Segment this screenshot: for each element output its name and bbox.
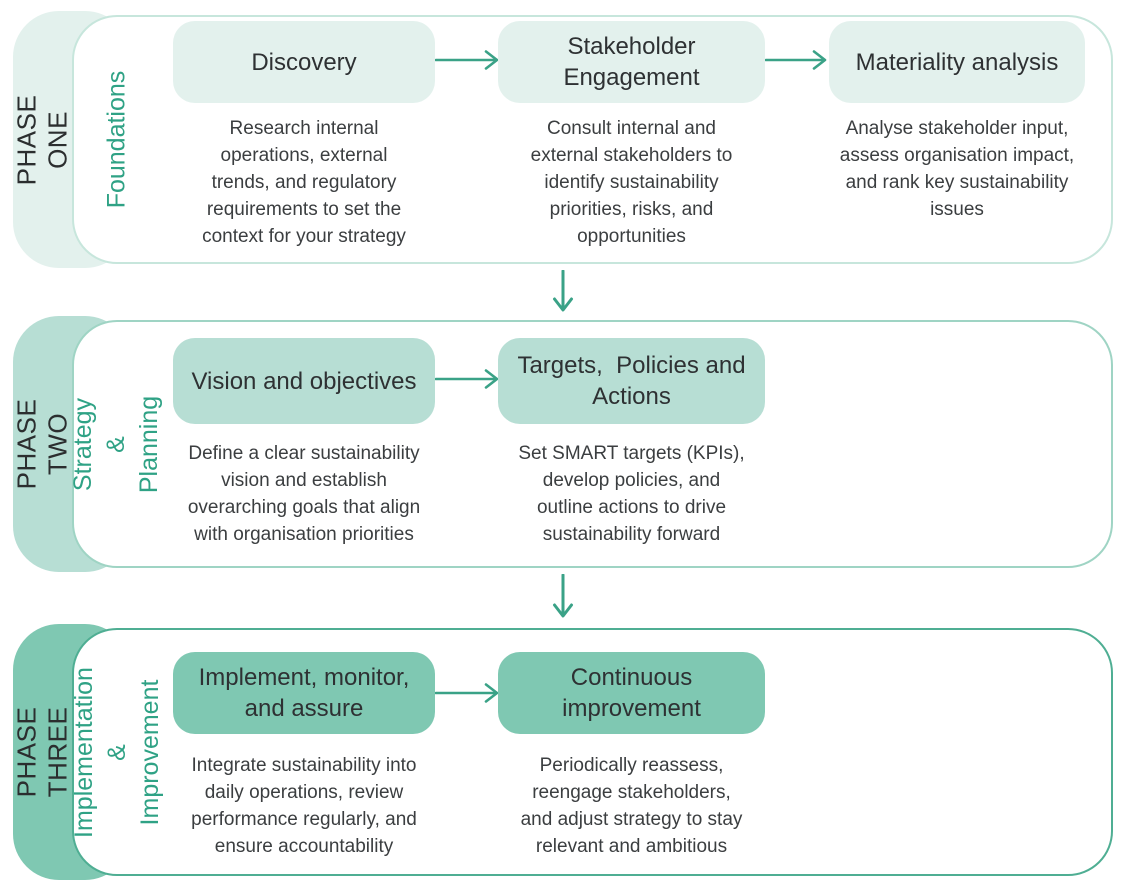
step-description: Define a clear sustainability vision and… (187, 443, 421, 545)
arrow-down-icon (552, 574, 574, 620)
arrow-right-icon (435, 368, 501, 390)
step-title: Targets, Policies and Actions (517, 352, 746, 410)
step-title: Discovery (251, 48, 357, 76)
phase-three-category-label: Implementation & Improvement (69, 666, 164, 838)
step-description: Set SMART targets (KPIs), develop polici… (518, 443, 745, 545)
step-description: Analyse stakeholder input, assess organi… (839, 118, 1075, 220)
step-description: Research internal operations, external t… (202, 118, 406, 247)
arrow-right-icon (435, 49, 501, 71)
step-title-box: Materiality analysis (829, 21, 1085, 103)
phase-three-label-wrap: PHASE THREE (11, 624, 73, 880)
step-description: Consult internal and external stakeholde… (530, 118, 733, 247)
step-title: Stakeholder Engagement (563, 33, 700, 91)
phase-one-label: PHASE ONE (11, 94, 73, 185)
step-title-box: Stakeholder Engagement (498, 21, 765, 103)
phase-two-category-label: Strategy & Planning (69, 395, 164, 493)
arrow-right-icon (435, 682, 501, 704)
step-title: Vision and objectives (191, 367, 417, 395)
phase-row-three: PHASE THREE Implementation & Improvement… (11, 624, 1113, 880)
phase-three-category-wrap: Implementation & Improvement (70, 624, 164, 880)
phase-three-label: PHASE THREE (11, 706, 73, 798)
phase-two-category-wrap: Strategy & Planning (70, 316, 164, 572)
phase-one-category-label: Foundations (102, 70, 131, 209)
step-description: Integrate sustainability into daily oper… (191, 755, 417, 857)
phase-row-one: PHASE ONE Foundations Discovery Research… (11, 11, 1113, 268)
arrow-down-icon (552, 270, 574, 314)
arrow-right-icon (765, 49, 829, 71)
step-title: Implement, monitor, and assure (198, 664, 410, 722)
step-title-box: Implement, monitor, and assure (173, 652, 435, 734)
step-description: Periodically reassess, reengage stakehol… (520, 755, 743, 857)
phase-two-label: PHASE TWO (11, 398, 73, 490)
step-title: Continuous improvement (562, 664, 701, 722)
step-title-box: Vision and objectives (173, 338, 435, 424)
phase-one-label-wrap: PHASE ONE (11, 11, 73, 268)
step-title: Materiality analysis (855, 48, 1059, 76)
phase-one-category-wrap: Foundations (72, 11, 162, 268)
step-title-box: Continuous improvement (498, 652, 765, 734)
phase-two-label-wrap: PHASE TWO (11, 316, 73, 572)
step-title-box: Discovery (173, 21, 435, 103)
phase-row-two: PHASE TWO Strategy & Planning Vision and… (11, 316, 1113, 572)
step-title-box: Targets, Policies and Actions (498, 338, 765, 424)
